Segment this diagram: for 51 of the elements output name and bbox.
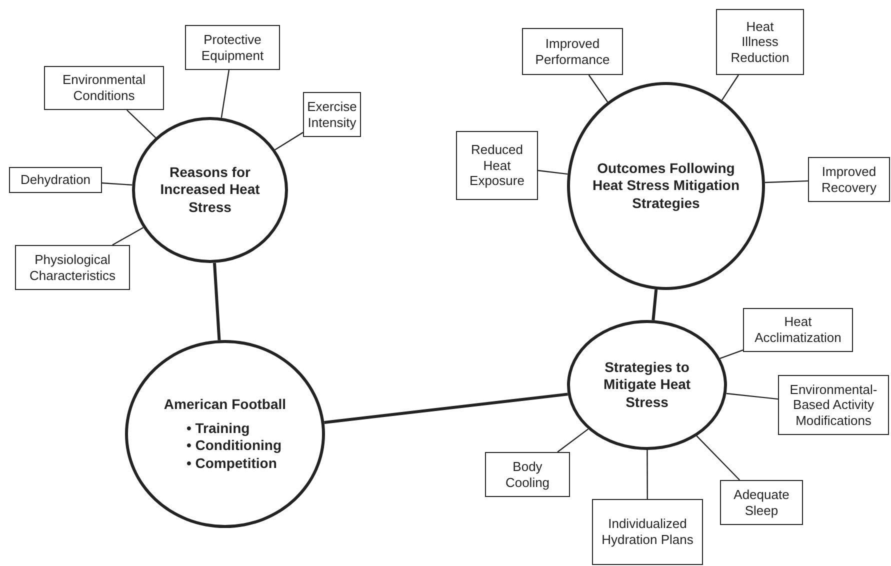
bullet-item: • Conditioning — [186, 437, 282, 454]
connector-line — [102, 182, 132, 186]
topic-box — [720, 480, 803, 525]
connector-line — [721, 74, 739, 101]
connector-line — [646, 450, 648, 499]
node-title: Reasons for Increased Heat Stress — [159, 164, 261, 216]
node-title: Body Cooling — [504, 458, 551, 490]
node-title: Environmental Conditions — [61, 72, 147, 104]
connector-line — [220, 70, 230, 118]
connector-line — [538, 170, 568, 175]
topic-box — [303, 92, 361, 137]
node-title: Outcomes Following Heat Stress Mitigation Strategies — [591, 160, 741, 212]
connector-line — [652, 289, 658, 320]
topic-box — [485, 452, 570, 497]
node-title: Dehydration — [20, 172, 91, 188]
topic-box — [456, 131, 538, 200]
node-title: Strategies to Mitigate Heat Stress — [602, 358, 692, 412]
connector-line — [324, 392, 568, 424]
topic-box — [716, 9, 804, 75]
topic-box — [522, 28, 623, 75]
node-title: Individualized Hydration Plans — [600, 516, 694, 548]
connector-line — [588, 74, 608, 102]
node-title: Adequate Sleep — [732, 486, 790, 518]
connector-line — [726, 392, 778, 400]
connector-line — [112, 227, 144, 246]
node-title: Heat Illness Reduction — [730, 18, 790, 66]
topic-box — [9, 167, 102, 193]
node-title: Protective Equipment — [200, 32, 265, 64]
connector-line — [696, 436, 740, 480]
topic-box — [44, 66, 164, 110]
node-title: Improved Recovery — [820, 164, 878, 196]
node-title: Environmental-Based Activity Modifications — [788, 382, 878, 428]
node-title: Exercise Intensity — [306, 98, 358, 130]
connector-line — [720, 349, 744, 359]
bullet-item: • Competition — [186, 454, 278, 472]
connector-line — [274, 132, 304, 150]
topic-box — [15, 245, 130, 290]
topic-box — [743, 308, 853, 352]
node-title: American Football — [162, 396, 288, 414]
topic-box — [778, 375, 889, 435]
bullet-item: • Training — [186, 420, 251, 437]
topic-box — [592, 499, 703, 565]
topic-box — [185, 25, 280, 70]
node-title: Heat Acclimatization — [754, 314, 842, 346]
topic-box — [808, 157, 890, 202]
node-title: Physiological Characteristics — [28, 252, 116, 284]
connector-line — [212, 262, 221, 340]
node-title: Improved Performance — [534, 36, 611, 68]
connector-line — [126, 110, 156, 138]
node-title: Reduced Heat Exposure — [468, 142, 526, 189]
connector-line — [764, 180, 808, 184]
